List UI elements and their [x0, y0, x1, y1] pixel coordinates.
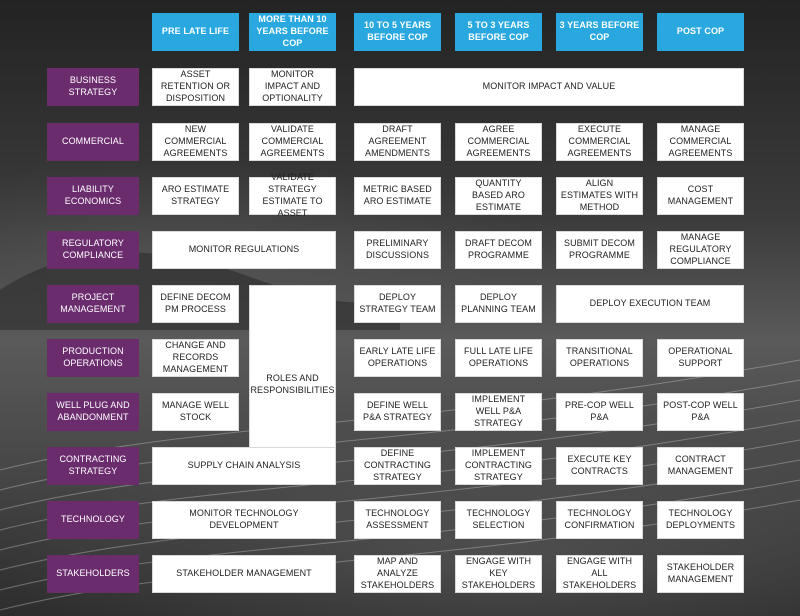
activity-box: NEW COMMERCIAL AGREEMENTS: [152, 123, 239, 161]
activity-box: MONITOR REGULATIONS: [152, 231, 336, 269]
activity-box: ASSET RETENTION OR DISPOSITION: [152, 68, 239, 106]
activity-box: ARO ESTIMATE STRATEGY: [152, 177, 239, 215]
activity-box: PRE-COP WELL P&A: [556, 393, 643, 431]
activity-box: PRELIMINARY DISCUSSIONS: [354, 231, 441, 269]
column-header: PRE LATE LIFE: [152, 13, 239, 51]
row-label: LIABILITY ECONOMICS: [47, 177, 139, 215]
row-label: WELL PLUG AND ABANDONMENT: [47, 393, 139, 431]
activity-box: STAKEHOLDER MANAGEMENT: [657, 555, 744, 593]
row-label: PRODUCTION OPERATIONS: [47, 339, 139, 377]
activity-box: DEPLOY EXECUTION TEAM: [556, 285, 744, 323]
column-header: 3 YEARS BEFORE COP: [556, 13, 643, 51]
row-label: COMMERCIAL: [47, 123, 139, 161]
activity-box: OPERATIONAL SUPPORT: [657, 339, 744, 377]
activity-box: COST MANAGEMENT: [657, 177, 744, 215]
activity-box: MANAGE COMMERCIAL AGREEMENTS: [657, 123, 744, 161]
activity-box: TECHNOLOGY ASSESSMENT: [354, 501, 441, 539]
activity-box: VALIDATE STRATEGY ESTIMATE TO ASSET: [249, 172, 336, 218]
activity-box: DEFINE CONTRACTING STRATEGY: [354, 447, 441, 485]
activity-box: IMPLEMENT WELL P&A STRATEGY: [455, 393, 542, 431]
activity-box: MANAGE WELL STOCK: [152, 393, 239, 431]
activity-box: MONITOR IMPACT AND OPTIONALITY: [249, 68, 336, 106]
activity-box: DEPLOY STRATEGY TEAM: [354, 285, 441, 323]
column-header: 10 TO 5 YEARS BEFORE COP: [354, 13, 441, 51]
activity-box: TECHNOLOGY CONFIRMATION: [556, 501, 643, 539]
activity-box: TRANSITIONAL OPERATIONS: [556, 339, 643, 377]
activity-box: METRIC BASED ARO ESTIMATE: [354, 177, 441, 215]
activity-box: DEPLOY PLANNING TEAM: [455, 285, 542, 323]
activity-box: MANAGE REGULATORY COMPLIANCE: [657, 231, 744, 269]
activity-box: DRAFT DECOM PROGRAMME: [455, 231, 542, 269]
activity-box: QUANTITY BASED ARO ESTIMATE: [455, 177, 542, 215]
activity-box: DRAFT AGREEMENT AMENDMENTS: [354, 123, 441, 161]
row-label: REGULATORY COMPLIANCE: [47, 231, 139, 269]
activity-box: AGREE COMMERCIAL AGREEMENTS: [455, 123, 542, 161]
row-label: BUSINESS STRATEGY: [47, 68, 139, 106]
activity-box: MONITOR IMPACT AND VALUE: [354, 68, 744, 106]
activity-box: DEFINE DECOM PM PROCESS: [152, 285, 239, 323]
activity-box: TECHNOLOGY DEPLOYMENTS: [657, 501, 744, 539]
activity-box: TECHNOLOGY SELECTION: [455, 501, 542, 539]
activity-box: MONITOR TECHNOLOGY DEVELOPMENT: [152, 501, 336, 539]
activity-box: EARLY LATE LIFE OPERATIONS: [354, 339, 441, 377]
row-label: STAKEHOLDERS: [47, 555, 139, 593]
activity-box: EXECUTE COMMERCIAL AGREEMENTS: [556, 123, 643, 161]
activity-box: VALIDATE COMMERCIAL AGREEMENTS: [249, 123, 336, 161]
activity-box: SUBMIT DECOM PROGRAMME: [556, 231, 643, 269]
activity-box: STAKEHOLDER MANAGEMENT: [152, 555, 336, 593]
row-label: CONTRACTING STRATEGY: [47, 447, 139, 485]
activity-box: MAP AND ANALYZE STAKEHOLDERS: [354, 555, 441, 593]
activity-box: IMPLEMENT CONTRACTING STRATEGY: [455, 447, 542, 485]
activity-box: DEFINE WELL P&A STRATEGY: [354, 393, 441, 431]
activity-box: CHANGE AND RECORDS MANAGEMENT: [152, 339, 239, 377]
row-label: TECHNOLOGY: [47, 501, 139, 539]
row-label: PROJECT MANAGEMENT: [47, 285, 139, 323]
column-header: POST COP: [657, 13, 744, 51]
activity-box: FULL LATE LIFE OPERATIONS: [455, 339, 542, 377]
activity-box: SUPPLY CHAIN ANALYSIS: [152, 447, 336, 485]
activity-box: ENGAGE WITH KEY STAKEHOLDERS: [455, 555, 542, 593]
activity-box: CONTRACT MANAGEMENT: [657, 447, 744, 485]
activity-box: ENGAGE WITH ALL STAKEHOLDERS: [556, 555, 643, 593]
column-header: 5 TO 3 YEARS BEFORE COP: [455, 13, 542, 51]
activity-box: ALIGN ESTIMATES WITH METHOD: [556, 177, 643, 215]
activity-box: POST-COP WELL P&A: [657, 393, 744, 431]
column-header: MORE THAN 10 YEARS BEFORE COP: [249, 13, 336, 51]
activity-box: EXECUTE KEY CONTRACTS: [556, 447, 643, 485]
